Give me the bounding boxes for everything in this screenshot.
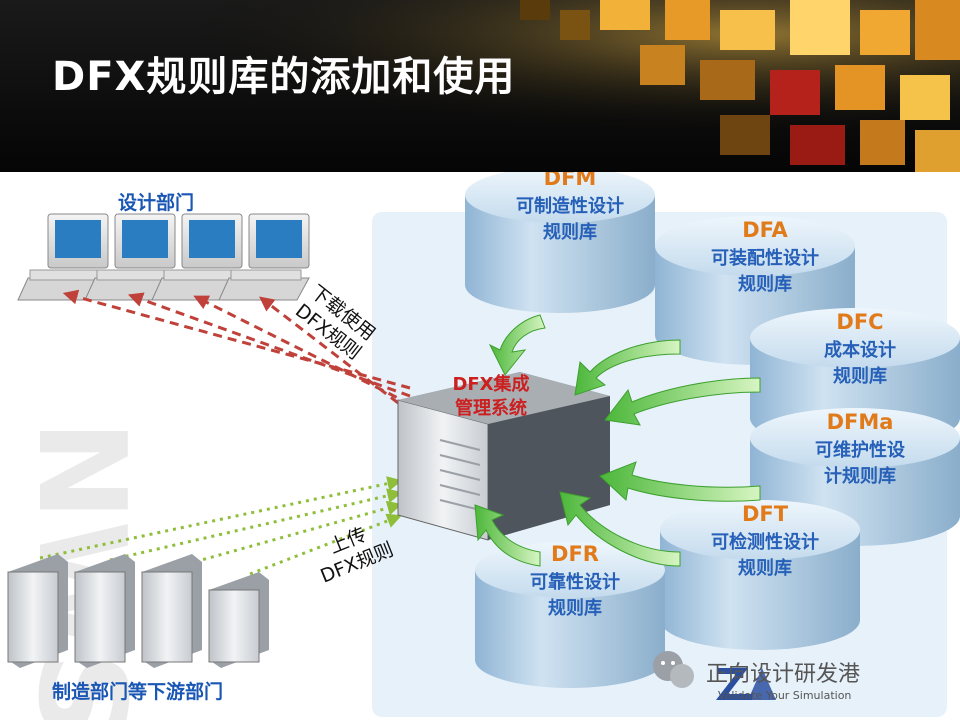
watermark-account: 正向设计研发港 xyxy=(706,662,861,687)
design-computers xyxy=(17,213,310,301)
db-dfa-code: DFA xyxy=(742,218,788,242)
db-dfr-name-line1: 可靠性设计 xyxy=(530,572,620,593)
computer-1 xyxy=(17,213,109,301)
arrow-from-dfma xyxy=(599,461,761,502)
arrow-from-dfa xyxy=(574,339,681,396)
db-dfm-name: 可制造性设计 规则库 xyxy=(495,194,645,246)
download-arrows xyxy=(62,289,411,414)
header-tiles xyxy=(520,0,960,172)
server-2 xyxy=(74,554,135,668)
db-dfc-name: 成本设计 规则库 xyxy=(785,338,935,390)
diagram-canvas: NWS xyxy=(7,172,960,720)
system-label-line1: DFX集成 xyxy=(452,374,530,395)
system-label-line2: 管理系统 xyxy=(455,398,527,419)
manufacturing-dept-label: 制造部门等下游部门 xyxy=(52,681,224,703)
main-diagram: NWS xyxy=(0,172,960,720)
computer-3 xyxy=(151,213,243,301)
db-dfc-code: DFC xyxy=(836,310,884,334)
brand-logo xyxy=(716,668,776,700)
computer-2 xyxy=(84,213,176,301)
design-dept-label: 设计部门 xyxy=(118,192,195,214)
db-dfr-code: DFR xyxy=(551,542,599,566)
db-dft-code: DFT xyxy=(741,502,789,526)
db-dfc-name-line2: 规则库 xyxy=(833,366,887,387)
db-dfc-name-line1: 成本设计 xyxy=(824,340,896,361)
db-dft-name: 可检测性设计 规则库 xyxy=(690,530,840,582)
header-mosaic xyxy=(0,0,960,172)
server-3 xyxy=(141,554,202,668)
db-dfr-name-line2: 规则库 xyxy=(548,598,602,619)
db-dfa-name-line2: 规则库 xyxy=(738,274,792,295)
db-dft-name-line1: 可检测性设计 xyxy=(711,532,819,553)
db-dfm xyxy=(465,172,655,313)
downstream-servers xyxy=(7,554,269,668)
watermark-tagline: Validate Your Simulation xyxy=(718,689,852,702)
db-dft xyxy=(660,500,860,650)
arrow-from-dfm xyxy=(488,314,546,376)
db-dfma-code: DFMa xyxy=(826,410,894,434)
server-1 xyxy=(7,554,68,668)
arrow-from-dft xyxy=(559,491,681,567)
system-label: DFX集成 管理系统 xyxy=(436,373,546,421)
arrow-from-dfr xyxy=(474,504,541,567)
arrow-from-dfc xyxy=(604,377,761,426)
computer-4 xyxy=(218,213,310,301)
db-dft-name-line2: 规则库 xyxy=(738,558,792,579)
db-dfr-name: 可靠性设计 规则库 xyxy=(500,570,650,622)
upload-arrows xyxy=(39,476,403,576)
db-dfm-name-line2: 规则库 xyxy=(543,222,597,243)
header-banner: DFX规则库的添加和使用 xyxy=(0,0,960,172)
db-dfa-name: 可装配性设计 规则库 xyxy=(690,246,840,298)
db-dfma-name-line1: 可维护性设 xyxy=(815,440,905,461)
db-dfa-name-line1: 可装配性设计 xyxy=(711,248,819,269)
wechat-icon xyxy=(653,651,694,688)
page-title: DFX规则库的添加和使用 xyxy=(52,54,516,100)
db-dfma-name: 可维护性设 计规则库 xyxy=(785,438,935,490)
db-dfm-name-line1: 可制造性设计 xyxy=(516,196,624,217)
flow-arrows xyxy=(474,314,761,567)
server-4 xyxy=(208,572,269,668)
db-dfm-code: DFM xyxy=(543,172,597,190)
db-dfma-name-line2: 计规则库 xyxy=(824,466,896,487)
